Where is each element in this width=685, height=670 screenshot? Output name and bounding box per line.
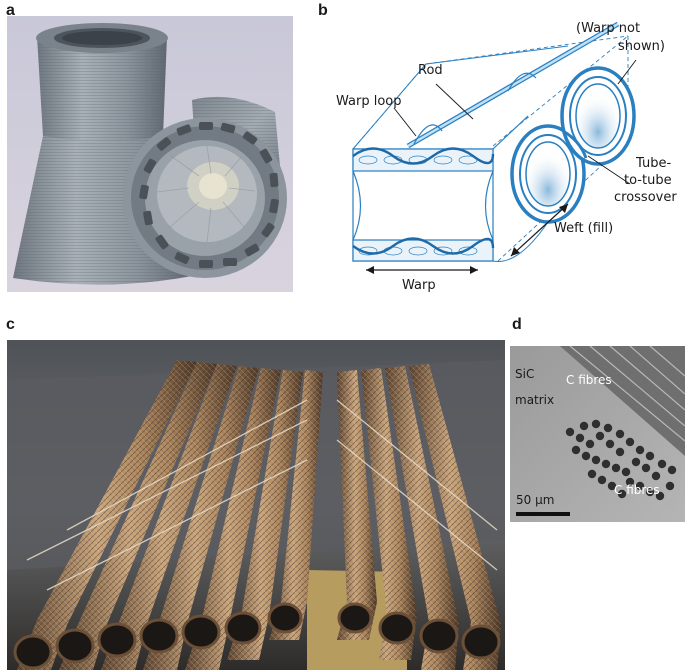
label-sic-1: SiC bbox=[515, 367, 534, 381]
label-rod: Rod bbox=[418, 63, 443, 78]
tube-weave-diagram: (Warp not shown) Rod Warp loop Tube- to-… bbox=[336, 21, 677, 293]
panel-letter-c: c bbox=[6, 316, 15, 333]
label-weft: Weft (fill) bbox=[554, 221, 613, 236]
label-warp-loop: Warp loop bbox=[336, 94, 402, 109]
label-warp: Warp bbox=[402, 278, 436, 293]
label-sic-2: matrix bbox=[515, 393, 554, 407]
panel-d-micrograph: SiC matrix C fibres C fibres 50 μm bbox=[510, 346, 685, 522]
label-tube-2: to-tube bbox=[624, 173, 672, 188]
panel-b-diagram: (Warp not shown) Rod Warp loop Tube- to-… bbox=[318, 16, 685, 300]
sem-micrograph-illustration: SiC matrix C fibres C fibres 50 μm bbox=[510, 346, 685, 522]
label-scale-bar: 50 μm bbox=[516, 493, 554, 507]
label-warp-not-shown-2: shown) bbox=[618, 39, 665, 54]
woven-tubes-illustration bbox=[7, 340, 505, 670]
label-warp-not-shown-1: (Warp not bbox=[576, 21, 640, 36]
panel-letter-b: b bbox=[318, 2, 328, 19]
panel-letter-a: a bbox=[6, 2, 15, 19]
panel-c-photo bbox=[7, 340, 505, 670]
label-c-fibres-top: C fibres bbox=[566, 373, 612, 387]
panel-letter-d: d bbox=[512, 316, 522, 333]
printed-parts-illustration bbox=[7, 16, 293, 292]
label-c-fibres-bottom: C fibres bbox=[614, 483, 660, 497]
panel-a-photo bbox=[7, 16, 293, 292]
label-tube-3: crossover bbox=[614, 190, 677, 205]
label-tube-1: Tube- bbox=[635, 156, 671, 171]
